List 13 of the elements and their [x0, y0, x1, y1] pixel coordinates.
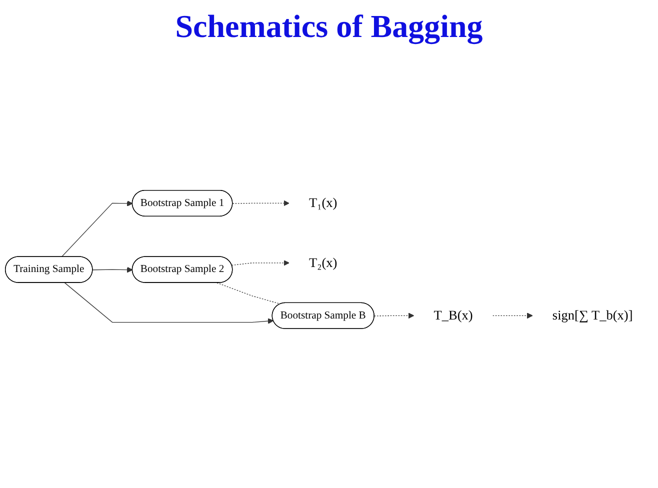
arrow: [92, 266, 133, 272]
connector: [216, 282, 281, 304]
arrow: [492, 312, 533, 318]
node-text: T_B(x): [434, 308, 473, 323]
arrow: [374, 312, 414, 318]
node-text: T₂(x): [309, 255, 338, 270]
arrow: [64, 282, 274, 324]
arrow: [232, 200, 290, 206]
node-text: sign[∑ T_b(x)]: [552, 308, 633, 323]
node-text: T₁(x): [309, 195, 338, 210]
arrow: [231, 260, 290, 266]
arrow: [61, 200, 133, 257]
diagram-title: Schematics of Bagging: [174, 8, 484, 45]
